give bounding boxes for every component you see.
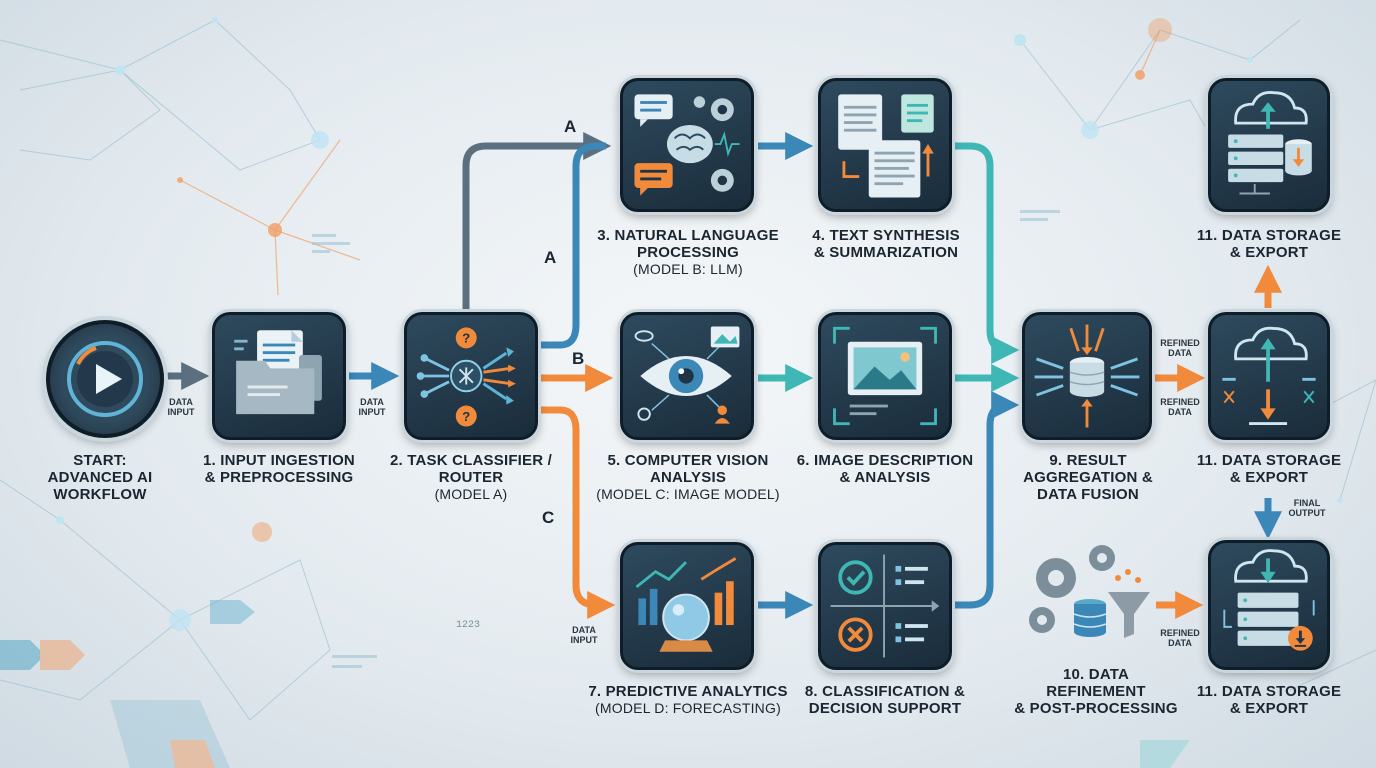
eye-icon bbox=[634, 326, 740, 424]
node-text-synthesis[interactable] bbox=[818, 78, 952, 212]
node-data-storage-bottom[interactable] bbox=[1208, 540, 1330, 670]
node-result-aggregation[interactable] bbox=[1022, 312, 1152, 440]
node-4-label: 4. TEXT SYNTHESIS& SUMMARIZATION bbox=[812, 227, 960, 261]
node-11c-label: 11. DATA STORAGE& EXPORT bbox=[1196, 683, 1342, 717]
node-predictive-analytics[interactable] bbox=[620, 542, 754, 670]
node-data-storage-top[interactable] bbox=[1208, 78, 1330, 212]
branch-label-a-top: A bbox=[564, 117, 577, 136]
gears-funnel-icon bbox=[1029, 545, 1150, 638]
svg-text:?: ? bbox=[462, 331, 470, 346]
router-icon: ? ? bbox=[416, 327, 516, 427]
node-data-storage-middle[interactable] bbox=[1208, 312, 1330, 440]
node-1-label: 1. INPUT INGESTION& PREPROCESSING bbox=[203, 452, 355, 486]
node-7-label: 7. PREDICTIVE ANALYTICS(MODEL D: FORECAS… bbox=[588, 683, 788, 716]
arrow-4-to-9 bbox=[954, 142, 1020, 364]
svg-text:?: ? bbox=[462, 409, 470, 424]
image-frame-icon bbox=[833, 326, 937, 426]
brain-chat-icon bbox=[634, 94, 740, 196]
node-6-label: 6. IMAGE DESCRIPTION& ANALYSIS bbox=[796, 452, 974, 486]
arrow-8-to-9 bbox=[954, 391, 1020, 609]
branch-label-b: B bbox=[572, 349, 585, 368]
node-classification-decision[interactable] bbox=[818, 542, 952, 670]
arrow-2-to-3-alt bbox=[538, 142, 606, 349]
documents-icon bbox=[838, 94, 934, 198]
cloud-server-icon bbox=[1228, 91, 1312, 195]
decision-check-icon bbox=[830, 554, 940, 658]
node-2-label: 2. TASK CLASSIFIER /ROUTER(MODEL A) bbox=[389, 452, 553, 502]
play-icon bbox=[67, 341, 143, 417]
branch-label-c: C bbox=[542, 508, 555, 527]
cloud-upload-download-icon bbox=[1222, 326, 1316, 425]
decor-code-text: 1223 bbox=[456, 620, 480, 631]
branch-label-a-mid: A bbox=[544, 248, 557, 267]
folder-document-icon bbox=[234, 330, 322, 415]
node-computer-vision[interactable] bbox=[620, 312, 754, 440]
node-11a-label: 11. DATA STORAGE& EXPORT bbox=[1196, 227, 1342, 261]
cloud-download-server-icon bbox=[1223, 549, 1315, 651]
start-node[interactable] bbox=[46, 320, 164, 438]
node-11b-label: 11. DATA STORAGE& EXPORT bbox=[1196, 452, 1342, 486]
node-image-description[interactable] bbox=[818, 312, 952, 440]
node-input-ingestion[interactable] bbox=[212, 312, 346, 440]
node-8-label: 8. CLASSIFICATION &DECISION SUPPORT bbox=[804, 683, 966, 717]
node-nlp[interactable] bbox=[620, 78, 754, 212]
database-fusion-icon bbox=[1034, 324, 1140, 428]
crystal-ball-chart-icon bbox=[635, 557, 737, 652]
node-task-classifier[interactable]: ? ? bbox=[404, 312, 538, 440]
arrow-2-to-7 bbox=[538, 406, 616, 619]
arrow-2-to-3 bbox=[462, 132, 612, 310]
